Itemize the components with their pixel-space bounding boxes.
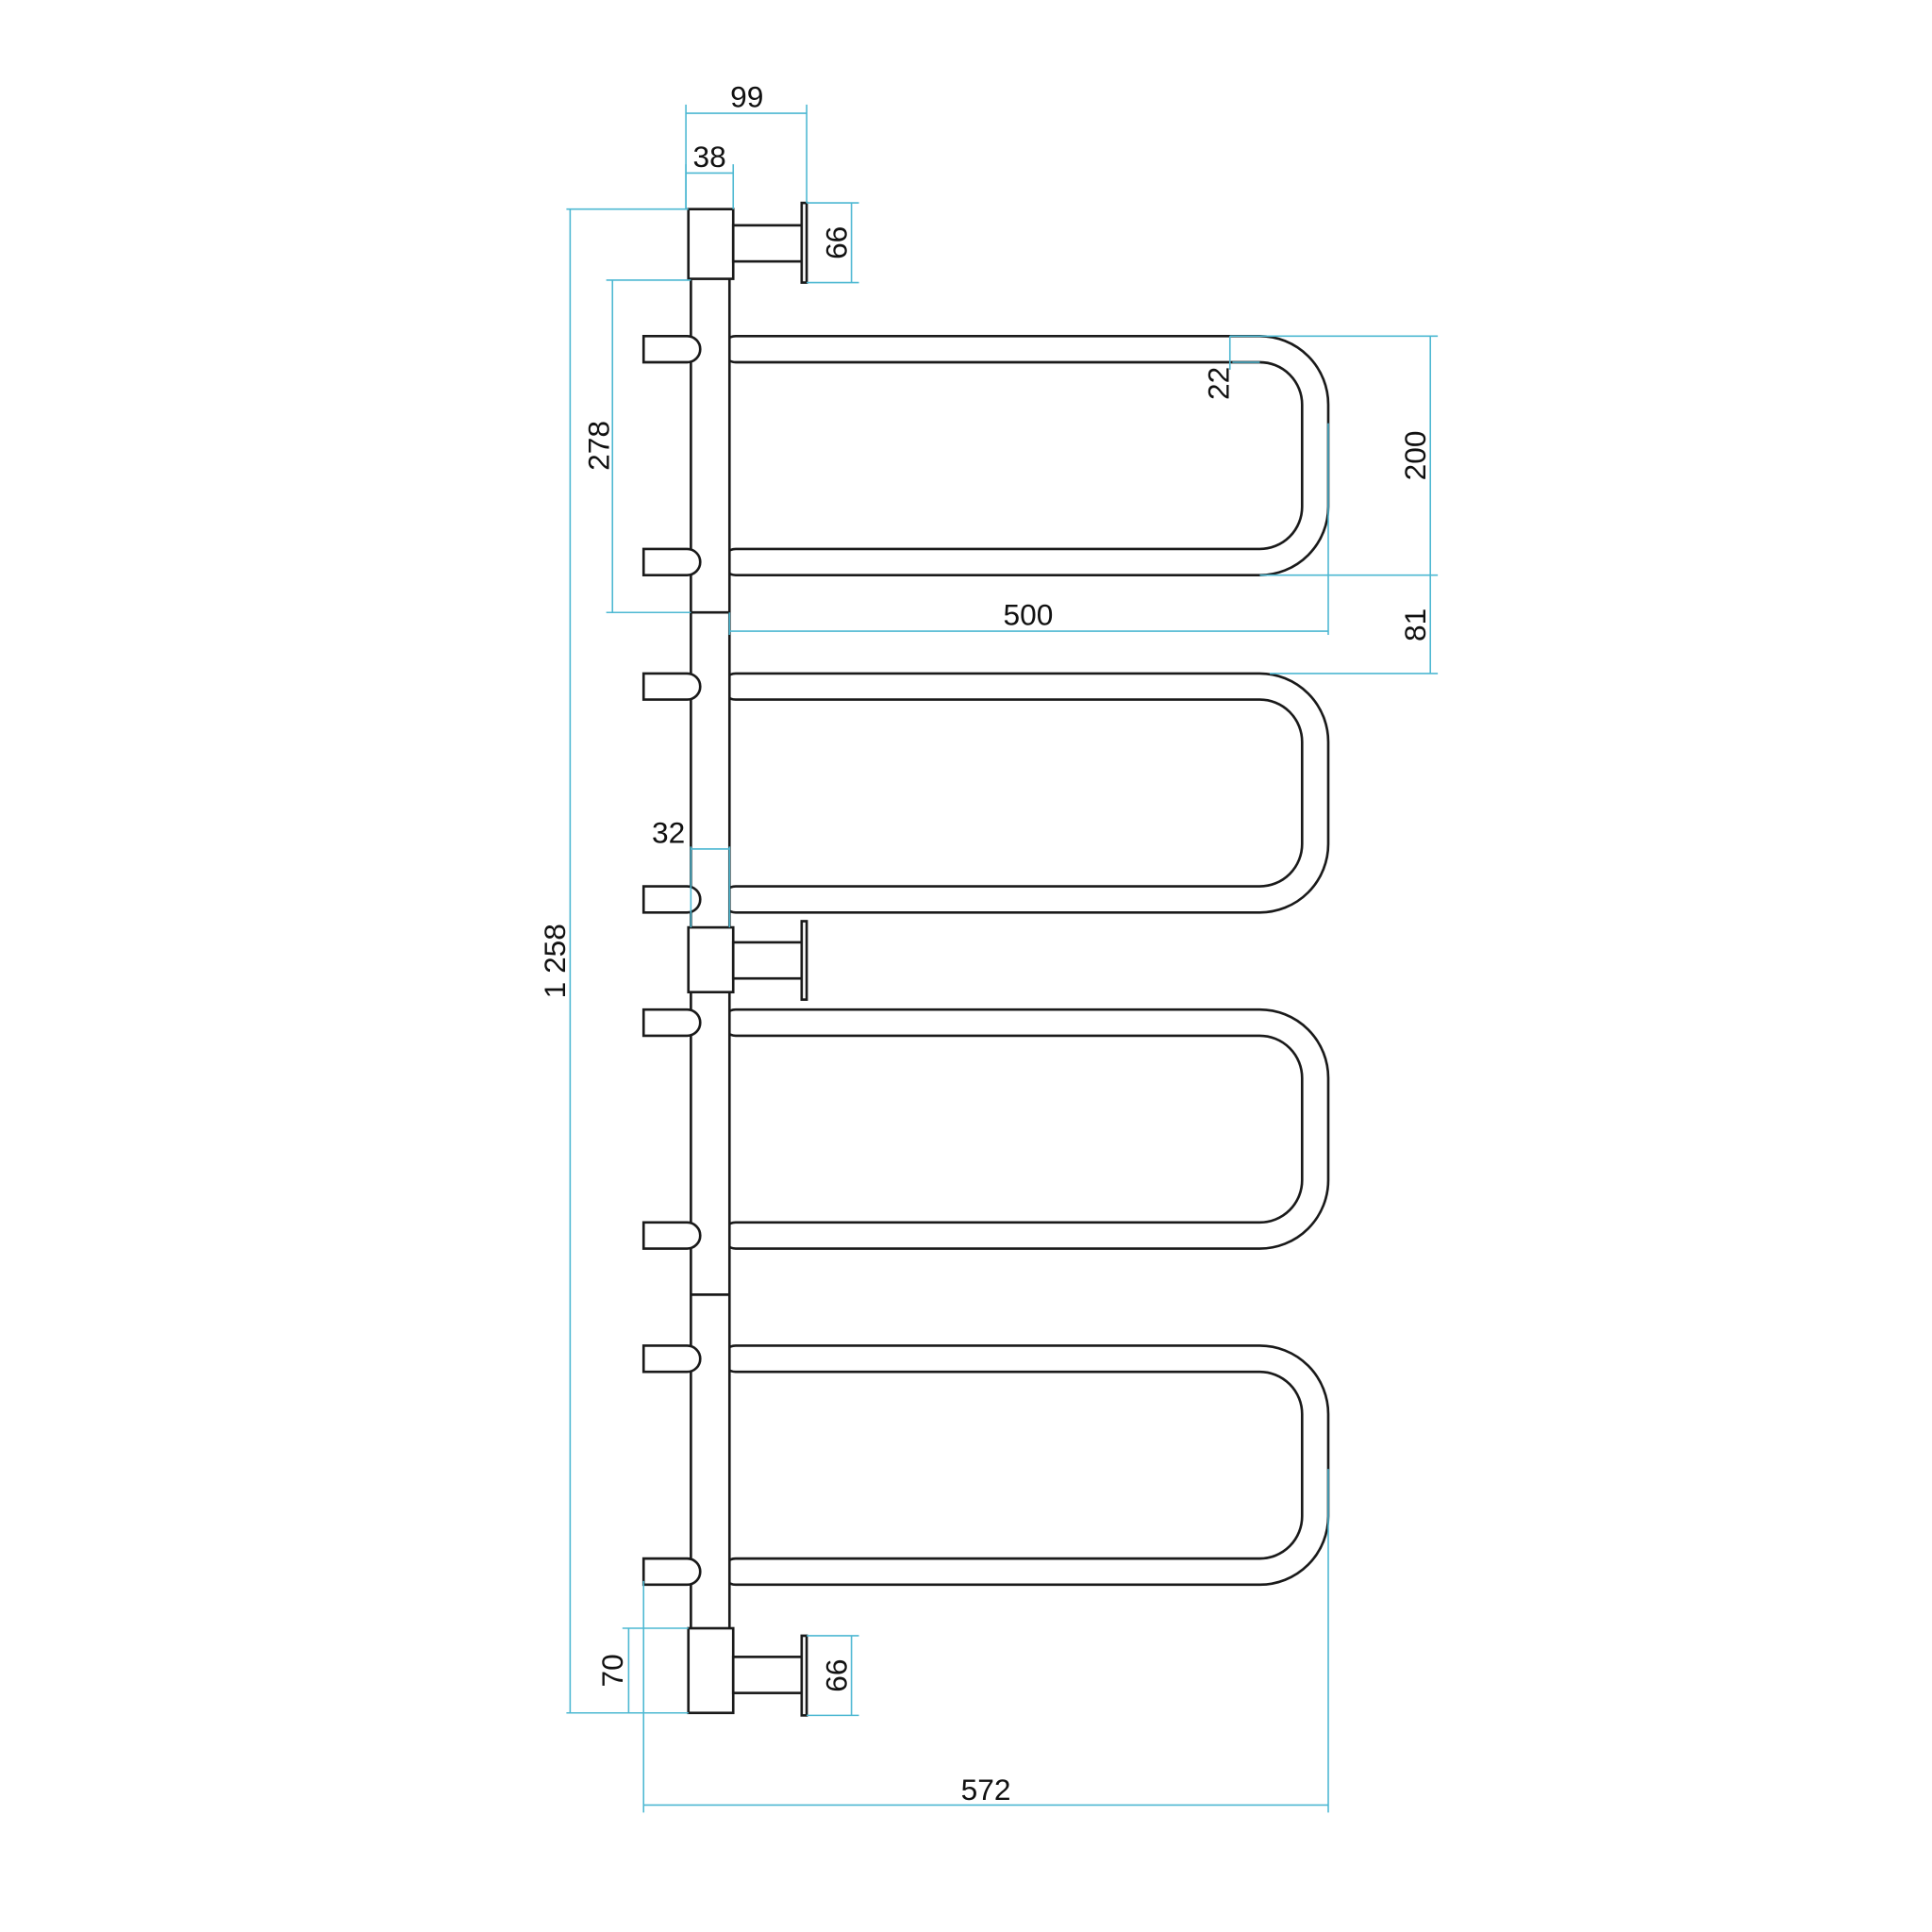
dim-500: 500 (1004, 597, 1054, 631)
u-tube (721, 334, 1330, 576)
tube-stub (641, 1008, 702, 1038)
dim-200: 200 (1398, 431, 1432, 481)
bracket-arm (731, 1656, 804, 1694)
tube-stubs (641, 334, 702, 1587)
dim-66-top: 66 (819, 226, 853, 259)
dim-278: 278 (581, 421, 615, 471)
dimension-lines (566, 104, 1439, 1813)
dim-66-bottom: 66 (819, 1659, 853, 1692)
u-tube (721, 1344, 1330, 1587)
wall-plate (800, 1634, 808, 1717)
tube-stub (641, 1221, 702, 1250)
tube-stub (641, 547, 702, 576)
bracket-body (687, 925, 735, 994)
tube-stub (641, 672, 702, 701)
dim-32: 32 (652, 815, 685, 849)
tube-stub (641, 1344, 702, 1374)
bracket-body (687, 208, 735, 280)
wall-brackets (687, 201, 808, 1717)
dim-70: 70 (595, 1654, 629, 1687)
tube-stub (641, 334, 702, 364)
dim-38: 38 (693, 140, 726, 174)
u-tube (721, 1008, 1330, 1250)
dim-81: 81 (1398, 608, 1432, 641)
u-tube (721, 672, 1330, 914)
dim-22: 22 (1201, 367, 1235, 400)
bracket-arm (731, 941, 804, 980)
bracket-arm (731, 224, 804, 263)
wall-plate (800, 920, 808, 1001)
dim-99: 99 (730, 79, 763, 113)
bracket-body (687, 1626, 735, 1715)
tube-stub (641, 885, 702, 914)
wall-plate (800, 201, 808, 284)
tube-stub (641, 1557, 702, 1587)
dim-1258: 1 258 (538, 924, 572, 998)
u-tubes (721, 334, 1330, 1587)
dim-572: 572 (961, 1773, 1011, 1807)
